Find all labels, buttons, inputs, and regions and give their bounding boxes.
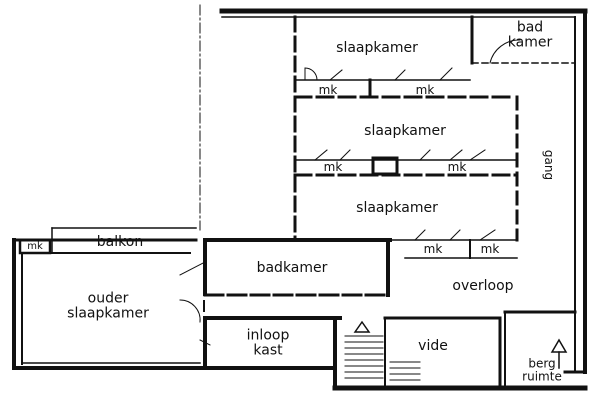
- label-mk-3: mk: [323, 160, 343, 174]
- label-ouder-line2: slaapkamer: [67, 305, 149, 321]
- berg-arrow: [550, 338, 568, 353]
- stair-arrow: [353, 320, 371, 333]
- label-mk-5: mk: [423, 242, 443, 256]
- stair-treads: [344, 335, 421, 381]
- label-mk-4: mk: [447, 160, 467, 174]
- label-balkon: balkon: [96, 234, 144, 250]
- label-badkamer-top-line2: kamer: [507, 34, 553, 50]
- label-slaapkamer-1: slaapkamer: [336, 40, 418, 56]
- label-inloop-line2: kast: [253, 342, 283, 358]
- label-berg-line2: ruimte: [522, 369, 562, 383]
- label-badkamer-top-line1: bad: [516, 19, 544, 36]
- label-inloop-kast: inloop kast: [247, 328, 290, 357]
- label-gang: gang: [542, 149, 556, 181]
- label-slaapkamer-2: slaapkamer: [364, 123, 446, 139]
- mk-box-left: [18, 238, 52, 255]
- label-berg-ruimte: berg ruimte: [522, 357, 562, 382]
- label-berg-line1: berg: [528, 356, 556, 371]
- label-inloop-line1: inloop: [246, 327, 290, 344]
- label-mk-6: mk: [480, 242, 500, 256]
- door-swings: [179, 39, 521, 346]
- label-vide: vide: [418, 338, 448, 354]
- label-ouder-line1: ouder: [87, 290, 129, 307]
- label-mk-7: mk: [27, 241, 43, 252]
- label-slaapkamer-3: slaapkamer: [356, 200, 438, 216]
- label-badkamer: badkamer: [256, 260, 328, 276]
- label-ouder-slaapkamer: ouder slaapkamer: [67, 291, 149, 320]
- label-mk-1: mk: [318, 83, 338, 97]
- label-mk-2: mk: [415, 83, 435, 97]
- label-badkamer-top: bad kamer: [508, 20, 552, 49]
- label-overloop: overloop: [452, 278, 514, 294]
- chimney: [371, 156, 399, 176]
